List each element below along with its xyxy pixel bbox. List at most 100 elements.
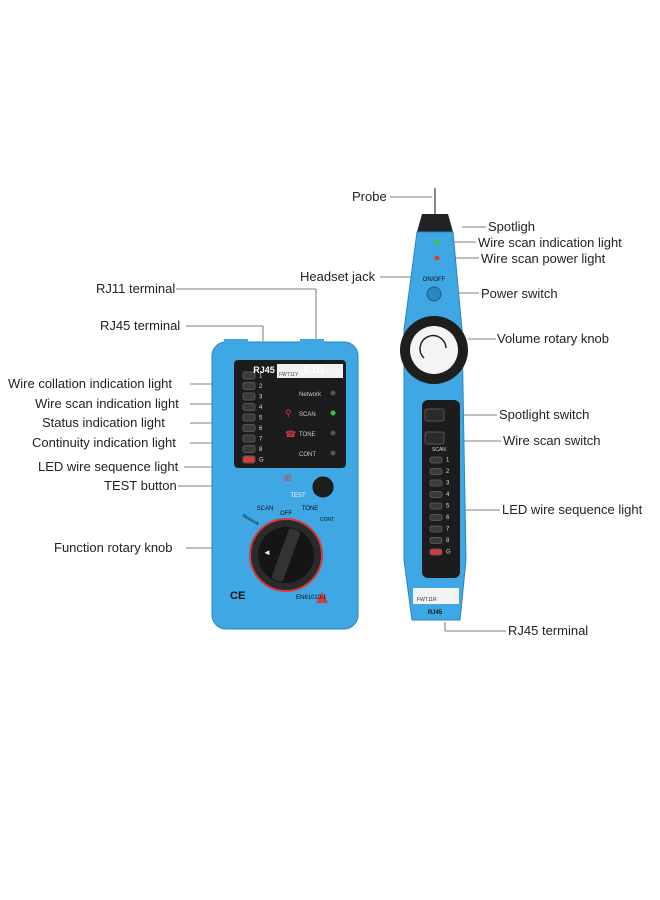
label-wire-scan-switch: Wire scan switch: [503, 433, 601, 448]
label-rj45-terminal-receiver: RJ45 terminal: [100, 318, 181, 333]
receiver-led-number: 4: [259, 405, 263, 411]
label-spotlight-switch: Spotlight switch: [499, 407, 590, 422]
probe-led-column: 1 2 3 4 5 6 7 8G: [429, 456, 451, 556]
dial-tone-label: TONE: [302, 506, 319, 512]
label-headset-jack: Headset jack: [300, 269, 376, 284]
label-spotlight: Spotligh: [488, 219, 535, 234]
receiver-led: [242, 403, 256, 411]
probe-led: [429, 537, 443, 544]
probe-led: [429, 456, 443, 464]
receiver-led-number: 7: [259, 437, 263, 443]
probe-power-label: ON/OFF: [423, 277, 446, 283]
label-rj11-terminal: RJ11 terminal: [96, 281, 176, 296]
probe-led-number: 7: [446, 527, 450, 533]
label-rj45-terminal-probe: RJ45 terminal: [508, 623, 589, 638]
warning-triangle-icon: [316, 592, 328, 603]
probe-nose: [417, 214, 453, 232]
receiver-led-number: 6: [259, 426, 263, 432]
receiver-rj11-port: [300, 339, 324, 347]
label-test-button: TEST button: [104, 478, 177, 493]
probe-led: [429, 502, 443, 510]
receiver-rj45-port: [224, 339, 248, 347]
probe-led-number: 2: [446, 469, 450, 475]
probe-led: [429, 514, 443, 521]
receiver-led-number: 8: [259, 447, 263, 453]
status-network-label: Network: [299, 392, 322, 398]
receiver-led-number: G: [259, 458, 264, 464]
receiver-model: FWT11Y: [279, 372, 299, 378]
dial-scan-label: SCAN: [257, 506, 274, 512]
label-wire-scan-indication-light-probe: Wire scan indication light: [478, 235, 622, 250]
label-led-wire-sequence-light-probe: LED wire sequence light: [502, 502, 643, 517]
receiver-led: [242, 392, 256, 401]
status-indicator-dot: [330, 410, 336, 416]
label-wire-scan-power-light: Wire scan power light: [481, 251, 606, 266]
receiver-led: [242, 445, 256, 453]
dial-off-label: OFF: [280, 511, 292, 517]
label-power-switch: Power switch: [481, 286, 558, 301]
receiver-led: [242, 455, 256, 464]
probe-led-number: 3: [446, 481, 450, 487]
label-wire-scan-indication-light-receiver: Wire scan indication light: [35, 396, 179, 411]
probe-led: [429, 479, 443, 487]
receiver-rj11-label: RJ11: [303, 365, 324, 375]
probe-model: FWT11R: [417, 597, 437, 603]
receiver-rj45-label: RJ45: [253, 365, 275, 375]
receiver-led: [242, 382, 256, 390]
probe-led-number: 8: [446, 538, 450, 544]
scan-icon: ⚲: [285, 408, 292, 418]
receiver-led: [242, 413, 256, 422]
probe-device: ON/OFF SCAN 1 2 3 4 5 6 7 8G FWT11R RJ45: [400, 188, 468, 621]
label-probe: Probe: [352, 189, 387, 204]
receiver-led: [242, 434, 256, 443]
probe-rj45-label: RJ45: [428, 610, 443, 616]
probe-led-number: 4: [446, 492, 450, 498]
receiver-sticker: [277, 364, 343, 378]
test-button[interactable]: [312, 476, 334, 498]
label-led-wire-sequence-light-receiver: LED wire sequence light: [38, 459, 179, 474]
status-indicator-dot: [330, 390, 336, 396]
receiver-led: [242, 371, 256, 380]
probe-led-number: 6: [446, 515, 450, 521]
label-function-rotary-knob: Function rotary knob: [54, 540, 173, 555]
status-cont-label: CONT: [299, 452, 316, 458]
knob-pointer-icon: ◄: [263, 548, 271, 557]
probe-led-number: 5: [446, 504, 450, 510]
tone-icon: ☎: [285, 429, 296, 439]
label-continuity-indication-light: Continuity indication light: [32, 435, 176, 450]
status-indicator-dot: [330, 430, 336, 436]
spotlight-switch[interactable]: [424, 408, 445, 422]
label-volume-rotary-knob: Volume rotary knob: [497, 331, 610, 346]
volume-rotary-knob[interactable]: [410, 326, 458, 374]
probe-sticker: [413, 588, 459, 604]
status-indicator-dot: [330, 450, 336, 456]
ce-mark: CE: [230, 590, 245, 602]
receiver-standard: EN61010-1: [296, 595, 327, 601]
receiver-led-panel: [234, 360, 346, 468]
dial-cont-label: CONT: [320, 517, 334, 523]
probe-wire-scan-light: [434, 239, 440, 245]
probe-led-number: G: [446, 550, 451, 556]
receiver-led-number: 5: [259, 416, 263, 422]
network-icon: ⊞: [284, 473, 292, 483]
receiver-led: [242, 424, 256, 432]
status-tone-label: TONE: [299, 432, 316, 438]
probe-led: [429, 525, 443, 533]
probe-led-number: 1: [446, 458, 450, 464]
probe-scan-label: SCAN: [432, 447, 446, 453]
probe-led: [429, 491, 443, 498]
status-scan-label: SCAN: [299, 412, 316, 418]
receiver-led-number: 1: [259, 374, 263, 380]
wire-scan-switch[interactable]: [424, 431, 445, 445]
test-label: TEST: [290, 493, 306, 499]
receiver-led-number: 3: [259, 395, 263, 401]
power-switch[interactable]: [426, 286, 442, 302]
label-wire-collation-indication-light: Wire collation indication light: [8, 376, 173, 391]
probe-led: [429, 468, 443, 475]
probe-led: [429, 548, 443, 556]
probe-power-light: [434, 255, 440, 261]
function-knob-grip: [271, 528, 301, 582]
